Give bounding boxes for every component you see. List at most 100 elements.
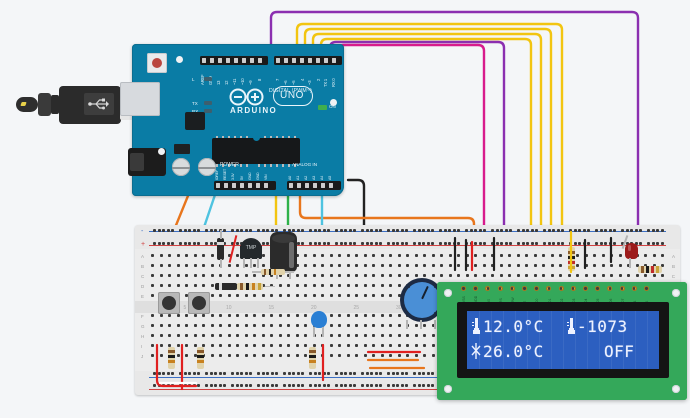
breadboard-hole[interactable] [151, 274, 154, 277]
breadboard-hole[interactable] [329, 254, 333, 257]
breadboard-hole[interactable] [205, 229, 208, 232]
breadboard-hole[interactable] [509, 242, 513, 245]
breadboard-hole[interactable] [322, 229, 326, 232]
breadboard-hole[interactable] [327, 372, 331, 375]
lcd-pin[interactable] [595, 286, 601, 291]
resistor-bottom-1[interactable] [168, 344, 175, 372]
lcd-pin[interactable] [570, 286, 576, 291]
breadboard-hole[interactable] [361, 242, 364, 245]
breadboard-hole[interactable] [389, 294, 392, 297]
breadboard-hole[interactable] [197, 229, 201, 232]
breadboard-hole[interactable] [287, 334, 290, 337]
breadboard-hole[interactable] [209, 229, 213, 232]
breadboard-hole[interactable] [304, 284, 307, 287]
breadboard-hole[interactable] [423, 354, 426, 357]
breadboard-hole[interactable] [346, 334, 350, 337]
breadboard-hole[interactable] [339, 384, 343, 387]
breadboard-hole[interactable] [559, 254, 562, 257]
resistor-horizontal-2[interactable] [237, 283, 275, 290]
breadboard-hole[interactable] [168, 264, 171, 267]
breadboard-hole[interactable] [423, 254, 426, 257]
breadboard-hole[interactable] [312, 274, 316, 277]
breadboard-hole[interactable] [296, 242, 300, 245]
breadboard-hole[interactable] [312, 264, 316, 267]
breadboard-hole[interactable] [244, 354, 248, 357]
breadboard-hole[interactable] [295, 334, 299, 337]
breadboard-hole[interactable] [270, 384, 274, 387]
breadboard-hole[interactable] [329, 274, 333, 277]
breadboard-hole[interactable] [431, 372, 435, 375]
breadboard-hole[interactable] [380, 264, 384, 267]
breadboard-hole[interactable] [370, 384, 374, 387]
breadboard-hole[interactable] [185, 314, 188, 317]
breadboard-hole[interactable] [151, 284, 154, 287]
breadboard-hole[interactable] [660, 229, 664, 232]
breadboard-hole[interactable] [283, 384, 286, 387]
breadboard-hole[interactable] [618, 274, 622, 277]
pushbutton-1-cap[interactable] [162, 296, 176, 310]
tmp36-temperature-sensor[interactable]: TMP [240, 238, 262, 259]
breadboard-hole[interactable] [166, 242, 170, 245]
diode-2[interactable] [215, 283, 237, 290]
breadboard-hole[interactable] [414, 344, 418, 347]
breadboard-hole[interactable] [400, 372, 404, 375]
breadboard-hole[interactable] [261, 284, 265, 287]
breadboard-hole[interactable] [197, 372, 201, 375]
breadboard-hole[interactable] [530, 242, 534, 245]
breadboard-hole[interactable] [365, 242, 369, 245]
breadboard-hole[interactable] [355, 314, 358, 317]
breadboard-hole[interactable] [426, 229, 430, 232]
breadboard-hole[interactable] [192, 229, 196, 232]
breadboard-hole[interactable] [576, 264, 579, 267]
breadboard-hole[interactable] [651, 229, 655, 232]
lcd-pin[interactable] [485, 286, 491, 291]
breadboard-hole[interactable] [396, 242, 400, 245]
breadboard-hole[interactable] [159, 274, 163, 277]
breadboard-hole[interactable] [193, 344, 197, 347]
breadboard-hole[interactable] [219, 344, 222, 347]
breadboard-hole[interactable] [151, 354, 154, 357]
breadboard-hole[interactable] [361, 384, 364, 387]
breadboard-hole[interactable] [338, 334, 341, 337]
breadboard-hole[interactable] [168, 284, 171, 287]
breadboard-hole[interactable] [652, 274, 656, 277]
breadboard-hole[interactable] [363, 264, 367, 267]
breadboard-hole[interactable] [499, 274, 503, 277]
breadboard-hole[interactable] [443, 242, 447, 245]
breadboard-hole[interactable] [567, 274, 571, 277]
breadboard-hole[interactable] [380, 274, 384, 277]
breadboard-hole[interactable] [521, 229, 525, 232]
breadboard-hole[interactable] [431, 384, 435, 387]
breadboard-hole[interactable] [504, 242, 508, 245]
breadboard-hole[interactable] [417, 242, 421, 245]
breadboard-hole[interactable] [547, 229, 551, 232]
breadboard-hole[interactable] [372, 254, 375, 257]
breadboard-hole[interactable] [361, 372, 364, 375]
breadboard-hole[interactable] [295, 344, 299, 347]
breadboard-hole[interactable] [223, 229, 227, 232]
breadboard-hole[interactable] [261, 254, 265, 257]
breadboard-hole[interactable] [236, 324, 239, 327]
breadboard-hole[interactable] [346, 354, 350, 357]
breadboard-hole[interactable] [210, 294, 214, 297]
breadboard-hole[interactable] [661, 274, 664, 277]
breadboard-hole[interactable] [151, 314, 154, 317]
breadboard-hole[interactable] [542, 254, 545, 257]
breadboard-hole[interactable] [380, 354, 384, 357]
breadboard-hole[interactable] [176, 344, 180, 347]
breadboard-hole[interactable] [176, 274, 180, 277]
breadboard-hole[interactable] [338, 344, 341, 347]
breadboard-hole[interactable] [389, 334, 392, 337]
arduino-uno-board[interactable]: AREF GND 13 12 ~11 ~10 ~9 8 7 ~6 ~5 4 ~3… [120, 44, 344, 196]
breadboard-hole[interactable] [550, 254, 554, 257]
breadboard-hole[interactable] [380, 284, 384, 287]
breadboard-hole[interactable] [304, 334, 307, 337]
breadboard-hole[interactable] [346, 284, 350, 287]
breadboard-hole[interactable] [227, 294, 231, 297]
breadboard-hole[interactable] [210, 334, 214, 337]
breadboard-hole[interactable] [253, 334, 256, 337]
breadboard-hole[interactable] [218, 372, 222, 375]
breadboard-hole[interactable] [550, 274, 554, 277]
breadboard-hole[interactable] [457, 254, 460, 257]
breadboard-hole[interactable] [601, 254, 605, 257]
